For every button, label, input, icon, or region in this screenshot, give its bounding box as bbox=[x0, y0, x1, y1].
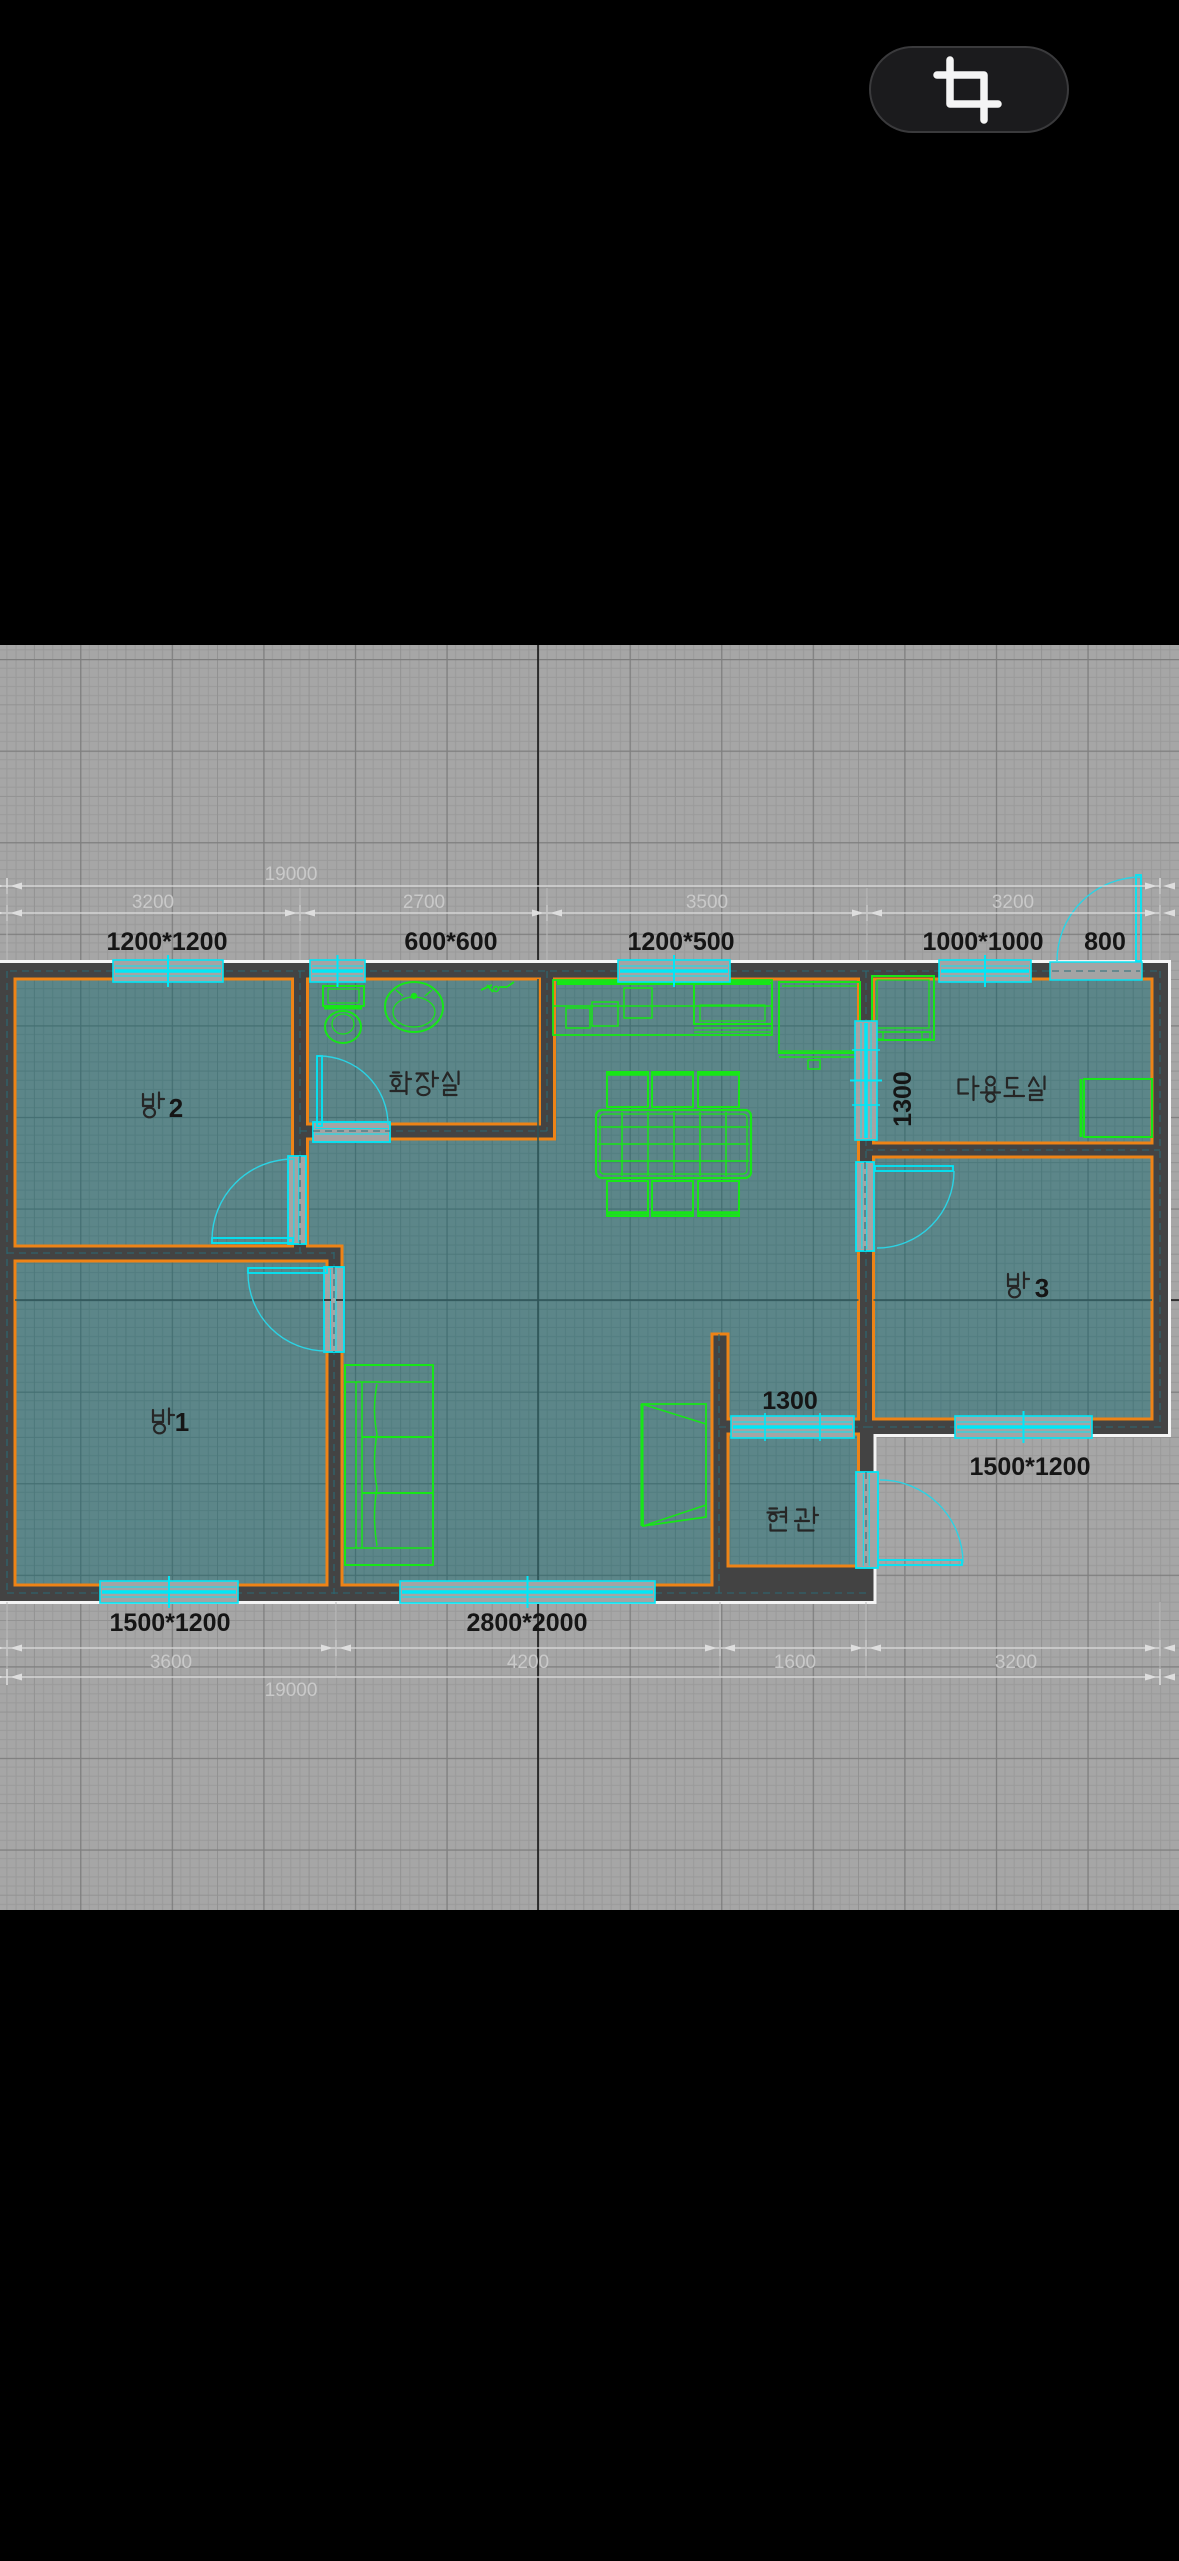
svg-text:2700: 2700 bbox=[403, 892, 445, 913]
svg-text:3500: 3500 bbox=[686, 892, 728, 913]
svg-text:4200: 4200 bbox=[507, 1652, 549, 1673]
svg-text:3200: 3200 bbox=[132, 892, 174, 913]
svg-text:1: 1 bbox=[175, 1407, 189, 1437]
svg-text:1500*1200: 1500*1200 bbox=[970, 1453, 1091, 1481]
svg-text:600*600: 600*600 bbox=[404, 928, 497, 956]
svg-text:1200*1200: 1200*1200 bbox=[107, 928, 228, 956]
svg-text:1500*1200: 1500*1200 bbox=[110, 1609, 231, 1637]
svg-text:1300: 1300 bbox=[762, 1387, 818, 1415]
svg-text:3600: 3600 bbox=[150, 1652, 192, 1673]
svg-text:1600: 1600 bbox=[774, 1652, 816, 1673]
svg-text:1300: 1300 bbox=[889, 1071, 917, 1127]
svg-text:1200*500: 1200*500 bbox=[627, 928, 734, 956]
svg-text:2800*2000: 2800*2000 bbox=[467, 1609, 588, 1637]
svg-text:1000*1000: 1000*1000 bbox=[923, 928, 1044, 956]
svg-text:3200: 3200 bbox=[992, 892, 1034, 913]
svg-text:800: 800 bbox=[1084, 928, 1126, 956]
svg-text:3200: 3200 bbox=[995, 1652, 1037, 1673]
svg-text:19000: 19000 bbox=[265, 864, 318, 885]
svg-text:3: 3 bbox=[1035, 1273, 1049, 1303]
svg-text:2: 2 bbox=[169, 1093, 183, 1123]
svg-text:19000: 19000 bbox=[265, 1680, 318, 1701]
